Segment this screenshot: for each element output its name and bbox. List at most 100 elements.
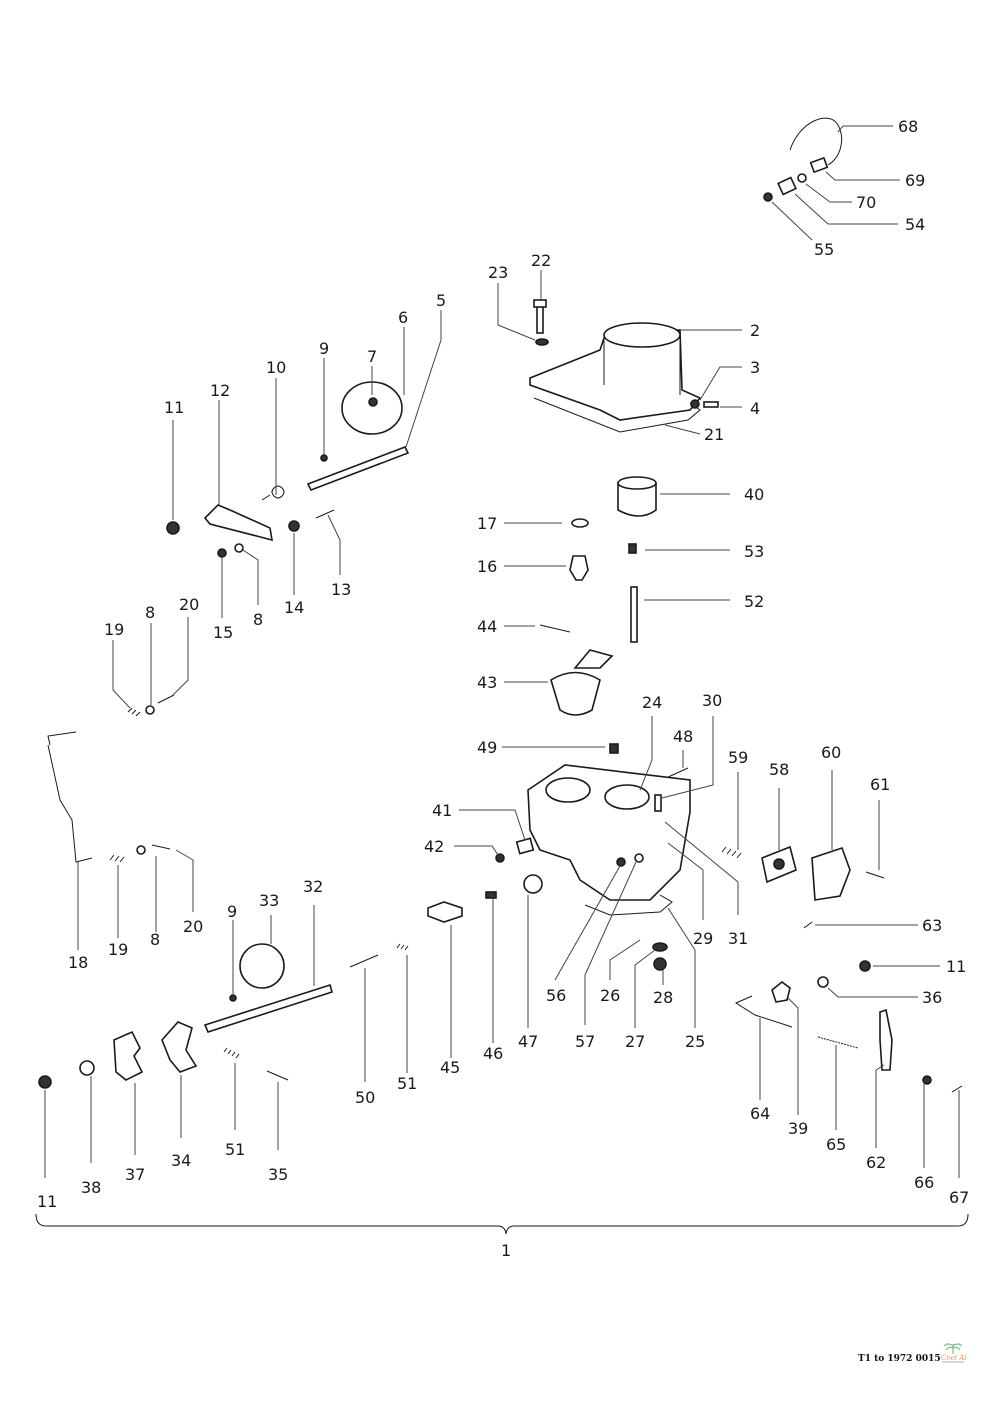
callout-49: 49 (477, 738, 497, 757)
callout-69: 69 (905, 171, 925, 190)
part-7-screw (368, 397, 378, 407)
callout-4: 4 (750, 399, 760, 418)
part-40-float-top (617, 476, 657, 490)
callout-7: 7 (367, 347, 377, 366)
part-58-diaphragm-center (773, 858, 785, 870)
part-49-screw (609, 743, 619, 754)
callout-53: 53 (744, 542, 764, 561)
callout-3: 3 (750, 358, 760, 377)
assembly-bracket (35, 1213, 969, 1235)
parts-layer (38, 117, 963, 1093)
callout-21: 21 (704, 425, 724, 444)
part-56-screw (616, 857, 626, 867)
part-59-spring (721, 846, 742, 859)
part-8c-washer (136, 845, 146, 855)
part-9b-screw (229, 994, 237, 1002)
part-34-throttle-lever (161, 1021, 198, 1073)
callout-17: 17 (477, 514, 497, 533)
part-47-plug (523, 874, 543, 894)
callout-45: 45 (440, 1058, 460, 1077)
part-46-screw (485, 891, 497, 899)
part-67-pin (951, 1085, 963, 1093)
callout-54: 54 (905, 215, 925, 234)
callout-66: 66 (914, 1173, 934, 1192)
part-61-screw (865, 871, 885, 879)
callout-12: 12 (210, 381, 230, 400)
part-45-banjo-bolt (427, 901, 463, 923)
part-11a-nut (166, 521, 180, 535)
callout-37: 37 (125, 1165, 145, 1184)
callout-8: 8 (150, 930, 160, 949)
callout-19: 19 (108, 940, 128, 959)
callout-10: 10 (266, 358, 286, 377)
part-11c-nut (38, 1075, 52, 1089)
part-69-union (809, 156, 829, 174)
part-22-bolt (536, 304, 544, 334)
callout-23: 23 (488, 263, 508, 282)
part-37-lever (113, 1030, 144, 1081)
part-62-lever (879, 1008, 893, 1071)
callout-51: 51 (225, 1140, 245, 1159)
part-30-tube (654, 794, 662, 812)
part-65-spring (817, 1036, 859, 1049)
logo-icon: Cool Air (941, 1343, 966, 1363)
part-5-choke-shaft (306, 445, 410, 492)
part-63-pin (803, 921, 813, 929)
part-55-nut (763, 192, 773, 202)
callout-34: 34 (171, 1151, 191, 1170)
part-24-bore-secondary (604, 784, 650, 810)
part-50-idle-screw (349, 954, 379, 968)
part-12-lever (203, 504, 273, 542)
callout-62: 62 (866, 1153, 886, 1172)
callout-41: 41 (432, 801, 452, 820)
part-70-washer (797, 173, 807, 183)
part-19a-spring (127, 707, 141, 717)
part-51a-spring (396, 943, 409, 951)
part-52-emulsion-tube (630, 586, 638, 643)
part-36-washer (817, 976, 829, 988)
callout-25: 25 (685, 1032, 705, 1051)
callout-16: 16 (477, 557, 497, 576)
callout-13: 13 (331, 580, 351, 599)
callout-61: 61 (870, 775, 890, 794)
part-9a-screw (320, 454, 328, 462)
callout-35: 35 (268, 1165, 288, 1184)
callout-68: 68 (898, 117, 918, 136)
callout-24: 24 (642, 693, 662, 712)
callout-46: 46 (483, 1044, 503, 1063)
leader-lines (44, 125, 960, 1178)
callout-64: 64 (750, 1104, 770, 1123)
callout-20: 20 (183, 917, 203, 936)
part-32-throttle-shaft (203, 983, 333, 1033)
part-54-fitting (777, 176, 797, 196)
callout-28: 28 (653, 988, 673, 1007)
part-38-nut (79, 1060, 95, 1076)
callout-31: 31 (728, 929, 748, 948)
callout-39: 39 (788, 1119, 808, 1138)
part-64-rod (734, 995, 793, 1028)
part-44-float-pin (539, 624, 571, 633)
callout-27: 27 (625, 1032, 645, 1051)
callout-29: 29 (693, 929, 713, 948)
part-20a-pin (157, 694, 175, 704)
callout-51: 51 (397, 1074, 417, 1093)
part-53-jet (628, 543, 637, 554)
callout-38: 38 (81, 1178, 101, 1197)
part-4-screw (703, 401, 719, 408)
callout-52: 52 (744, 592, 764, 611)
part-14-bushing (288, 520, 300, 532)
part-33-throttle-plate (239, 943, 285, 989)
part-8a-washer (234, 543, 244, 553)
callout-63: 63 (922, 916, 942, 935)
part-23-washer (535, 338, 549, 346)
part-41-lever (515, 837, 535, 855)
part-16-needle-valve (569, 555, 589, 581)
part-25-base-gasket (584, 894, 673, 916)
callout-42: 42 (424, 837, 444, 856)
part-68-fuel-pipe (789, 117, 843, 166)
logo-text: Cool Air (941, 1354, 966, 1362)
callout-11: 11 (164, 398, 184, 417)
part-66-washer (922, 1075, 932, 1085)
callout-33: 33 (259, 891, 279, 910)
callout-14: 14 (284, 598, 304, 617)
